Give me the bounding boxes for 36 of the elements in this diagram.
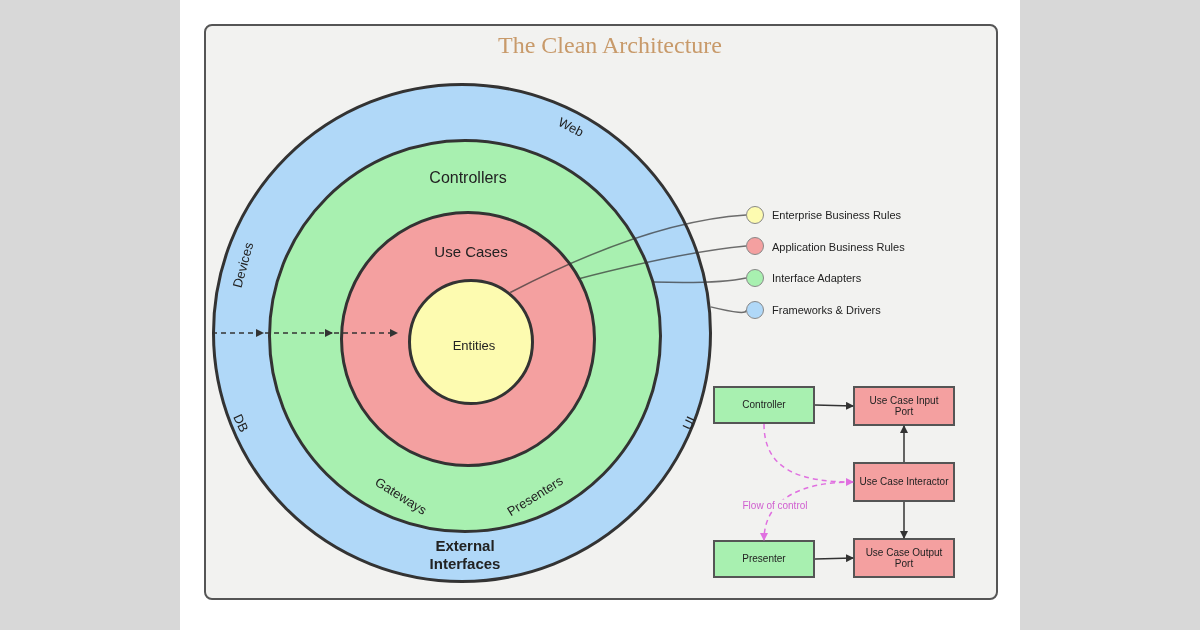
legend-label: Interface Adapters [772,271,862,286]
arrow [760,481,854,541]
leader-line [577,245,747,280]
ring-label: Devices [229,240,257,290]
leader-line [709,306,747,314]
component-box [853,386,955,426]
arrow [900,501,908,539]
ring-label: Web [555,114,587,140]
box-label: Use Case Interactor [859,476,949,488]
box-label: Controller [742,399,786,411]
arrow [900,425,908,463]
box-label: Presenter [742,553,786,565]
legend-label: Application Business Rules [772,239,905,254]
arrow [814,554,854,563]
component-box [713,386,815,424]
leader-line [509,214,747,294]
component-box [853,462,955,502]
ring-label: UI [679,413,699,433]
diagram-title: The Clean Architecture [497,32,723,59]
ring-label: Entities [452,337,496,353]
legend-label: Enterprise Business Rules [772,208,901,222]
arrow [814,401,854,410]
ring-label: Controllers [429,169,507,187]
ring-label: DB [230,411,252,435]
legend-label: Frameworks & Drivers [772,303,881,318]
arrow [264,329,333,337]
component-box [713,540,815,578]
component-box [853,538,955,578]
ring-label: External Interfaces [428,537,502,573]
arrow [763,423,854,486]
box-label: Use Case Output Port [864,546,944,570]
ring-label: Use Cases [434,242,508,260]
arrow [333,329,398,337]
leader-line [651,277,747,284]
edge-label: Flow of control [740,499,810,511]
box-label: Use Case Input Port [868,394,940,418]
